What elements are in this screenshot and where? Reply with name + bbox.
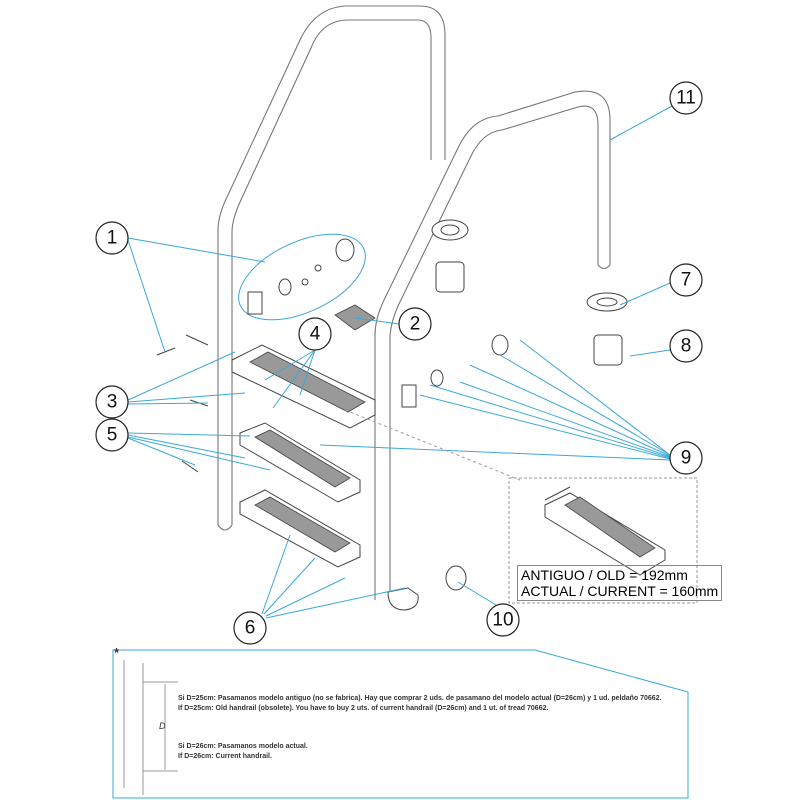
svg-text:7: 7 [681,270,692,291]
callout-6: 6 [233,611,267,645]
note-box [112,649,689,799]
old-size-text: ANTIGUO / OLD = 192mm [521,567,688,583]
svg-text:1: 1 [107,228,118,249]
inset-tread [544,486,666,576]
callout-3: 3 [95,385,129,419]
svg-text:5: 5 [107,425,118,446]
left-handrail [217,5,446,531]
svg-text:2: 2 [410,314,421,335]
callout-4: 4 [298,317,332,351]
svg-text:8: 8 [681,336,692,357]
current-size-text: ACTUAL / CURRENT = 160mm [521,583,719,599]
dimension-label: D [159,721,166,731]
tread-inset-box [508,477,698,604]
svg-text:11: 11 [676,88,696,109]
callout-5: 5 [95,418,129,452]
tread-size-label: ANTIGUO / OLD = 192mm ACTUAL / CURRENT =… [517,565,723,601]
svg-text:9: 9 [681,448,692,469]
note-es-25: Si D=25cm: Pasamanos modelo antiguo (no … [178,695,662,702]
tread-2 [239,422,361,503]
svg-text:6: 6 [245,618,256,639]
asterisk-mark: * [114,645,120,660]
svg-text:3: 3 [107,392,118,413]
note-es-26: Si D=26cm: Pasamanos modelo actual. [178,743,308,750]
callout-1: 1 [95,221,129,255]
callout-7: 7 [669,263,703,297]
svg-text:4: 4 [310,324,321,345]
callout-11: 11 [669,81,703,115]
callout-2: 2 [398,307,432,341]
dimension-sketch [123,660,178,795]
tread-3 [239,489,361,568]
callout-10: 10 [486,603,520,637]
note-en-26: If D=26cm: Current handrail. [178,753,272,760]
callout-8: 8 [669,329,703,363]
tread-1 [231,344,376,429]
note-en-25: If D=25cm: Old handrail (obsolete). You … [178,705,549,712]
callout-9: 9 [669,441,703,475]
anchor-parts [156,219,628,591]
svg-text:10: 10 [492,610,513,631]
leader-lines [127,105,673,619]
right-handrail [374,90,611,611]
